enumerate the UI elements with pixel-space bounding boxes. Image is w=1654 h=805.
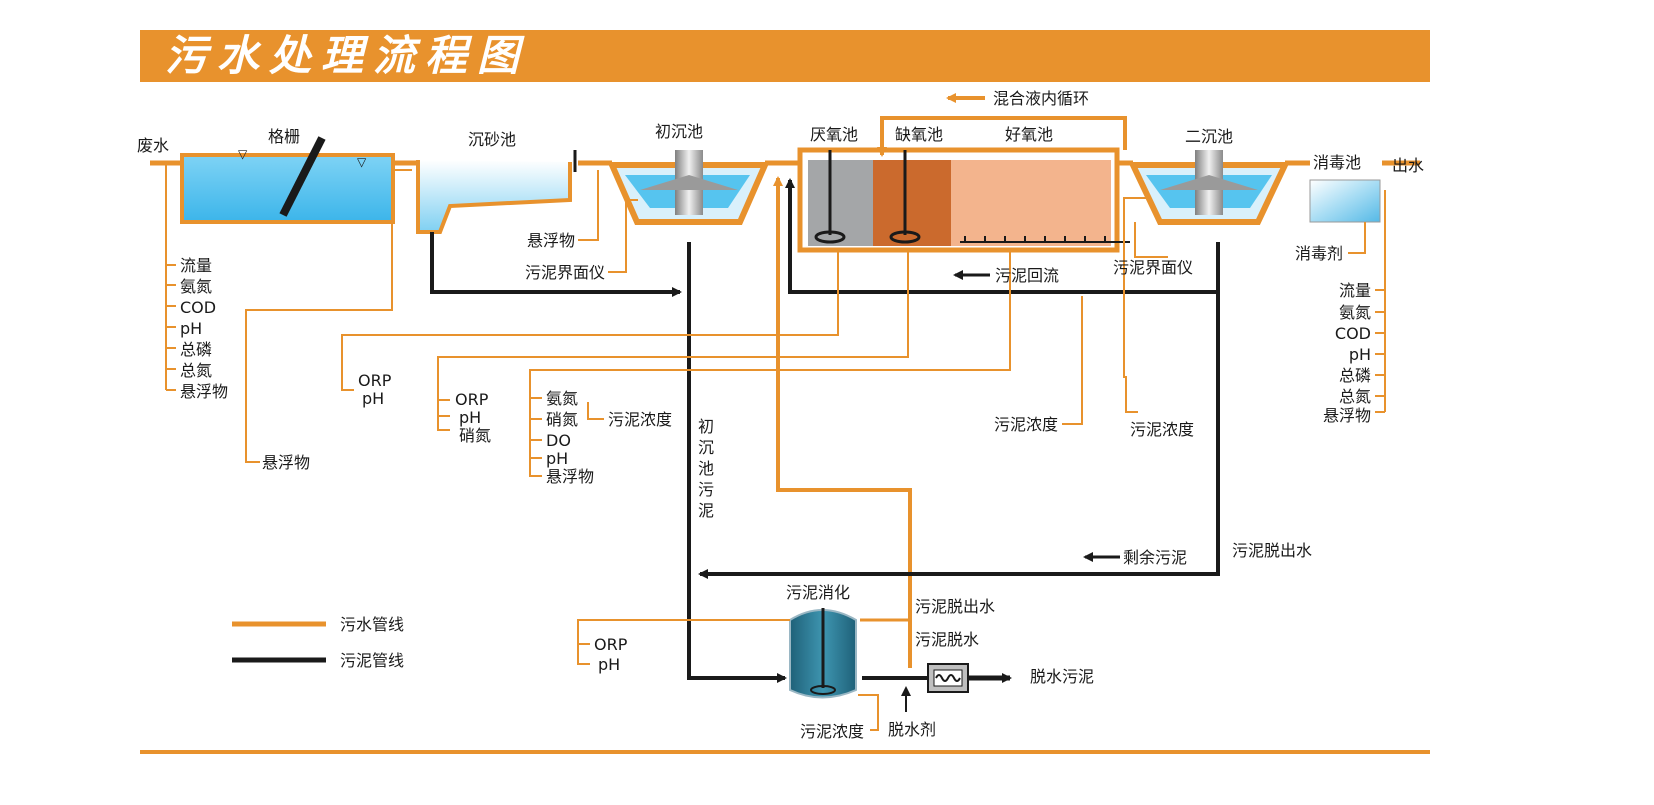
inlet-param: 总磷 [180, 340, 212, 359]
anaerobic-param: ORP [358, 371, 392, 390]
inlet-param: 总氮 [180, 361, 212, 380]
label-secondary-sludge-conc: 污泥浓度 [1130, 420, 1194, 439]
anoxic-instruments: ORP pH 硝氮 [455, 390, 491, 445]
outlet-instruments: 流量 氨氮 COD pH 总磷 总氮 悬浮物 [1323, 281, 1371, 425]
mixed-liquor-recycle-line [877, 116, 1127, 157]
outlet-param: 流量 [1339, 281, 1371, 300]
label-secondary-filtrate: 污泥脱出水 [1232, 541, 1312, 560]
digester-instruments: ORP pH [594, 635, 628, 674]
dewatering-press [927, 663, 969, 693]
sludge-digester [789, 608, 857, 699]
label-grit-chamber: 沉砂池 [468, 130, 516, 149]
label-excess-sludge: 剩余污泥 [1123, 548, 1187, 567]
primary-clarifier [607, 150, 770, 225]
label-inflow: 废水 [137, 136, 169, 155]
primary-sludge-vertical-label: 初 沉 池 污 泥 [698, 417, 714, 520]
label-aerobic: 好氧池 [1005, 125, 1053, 144]
legend-sludge-label: 污泥管线 [340, 651, 404, 670]
screen-bar-icon: ▽ [238, 147, 248, 161]
instrument-leaders [165, 163, 1386, 731]
legend-sewage-label: 污水管线 [340, 615, 404, 634]
inlet-param: COD [180, 298, 216, 317]
primary-sludge-char: 污 [698, 480, 714, 499]
digester-param: pH [598, 655, 620, 674]
label-dewatering: 污泥脱水 [915, 630, 979, 649]
inlet-instruments: 流量 氨氮 COD pH 总磷 总氮 悬浮物 [180, 256, 228, 401]
label-dewatered-sludge: 脱水污泥 [1030, 667, 1094, 686]
a2o-reactor [797, 147, 1130, 253]
label-mixed-liquor-recycle: 混合液内循环 [993, 89, 1089, 108]
screen-basin: ▽ ▽ [180, 136, 395, 224]
mixer-icon [814, 230, 846, 244]
aerobic-param: 硝氮 [546, 410, 578, 429]
aerobic-param: pH [546, 449, 568, 468]
label-secondary-clarifier: 二沉池 [1185, 127, 1233, 146]
mixer-icon-2 [889, 230, 921, 244]
outlet-param: 氨氮 [1339, 303, 1371, 322]
inlet-param: pH [180, 319, 202, 338]
label-primary-clarifier: 初沉池 [655, 122, 703, 141]
label-sludge-digestion: 污泥消化 [786, 583, 850, 602]
label-primary-interface-meter: 污泥界面仪 [525, 263, 605, 282]
aerobic-param: 悬浮物 [546, 467, 594, 486]
label-aerobic-sludge-conc: 污泥浓度 [608, 410, 672, 429]
aerobic-param: 氨氮 [546, 389, 578, 408]
page-title: 污水处理流程图 [165, 31, 529, 80]
disinfection-tank [1309, 179, 1381, 223]
inlet-param: 流量 [180, 256, 212, 275]
aerobic-instruments: 氨氮 硝氮 DO pH 悬浮物 [546, 389, 594, 486]
outlet-param: 悬浮物 [1323, 406, 1371, 425]
inlet-param: 悬浮物 [180, 382, 228, 401]
anaerobic-param: pH [362, 389, 384, 408]
label-dewatering-filtrate: 污泥脱出水 [915, 597, 995, 616]
primary-sludge-char: 池 [698, 459, 714, 478]
anoxic-param: ORP [455, 390, 489, 409]
label-return-sludge-conc: 污泥浓度 [994, 415, 1058, 434]
screen-bar-icon-2: ▽ [357, 155, 367, 169]
anaerobic-zone [808, 160, 873, 246]
label-secondary-interface-meter: 污泥界面仪 [1113, 258, 1193, 277]
outlet-param: 总氮 [1339, 387, 1371, 406]
label-inlet-ss: 悬浮物 [262, 453, 310, 472]
grit-chamber [416, 150, 577, 234]
primary-sludge-char: 初 [698, 417, 714, 436]
inlet-param: 氨氮 [180, 277, 212, 296]
aerobic-zone [951, 160, 1111, 246]
anoxic-param: pH [459, 408, 481, 427]
bottom-rule [140, 750, 1430, 754]
label-anaerobic: 厌氧池 [810, 125, 858, 144]
label-sludge-return: 污泥回流 [995, 266, 1059, 285]
legend: 污水管线 污泥管线 [232, 615, 404, 670]
secondary-clarifier [1128, 150, 1290, 225]
outlet-param: COD [1335, 324, 1371, 343]
aerobic-param: DO [546, 431, 571, 450]
outlet-param: pH [1349, 345, 1371, 364]
anaerobic-instruments: ORP pH [358, 371, 392, 408]
digester-param: ORP [594, 635, 628, 654]
label-dewatering-agent: 脱水剂 [888, 720, 936, 739]
label-disinfectant: 消毒剂 [1295, 244, 1343, 263]
label-digester-sludge-conc: 污泥浓度 [800, 722, 864, 741]
sludge-lines [430, 178, 1220, 712]
title-banner [140, 30, 1430, 82]
label-outflow: 出水 [1392, 156, 1424, 175]
outlet-param: 总磷 [1339, 366, 1371, 385]
label-grit-ss: 悬浮物 [527, 231, 575, 250]
label-screen: 格栅 [268, 127, 300, 146]
primary-sludge-char: 泥 [698, 501, 714, 520]
label-disinfection: 消毒池 [1313, 153, 1361, 172]
anoxic-param: 硝氮 [459, 426, 491, 445]
primary-sludge-char: 沉 [698, 438, 714, 457]
label-anoxic: 缺氧池 [895, 125, 943, 144]
aerator-icon [960, 236, 1130, 243]
